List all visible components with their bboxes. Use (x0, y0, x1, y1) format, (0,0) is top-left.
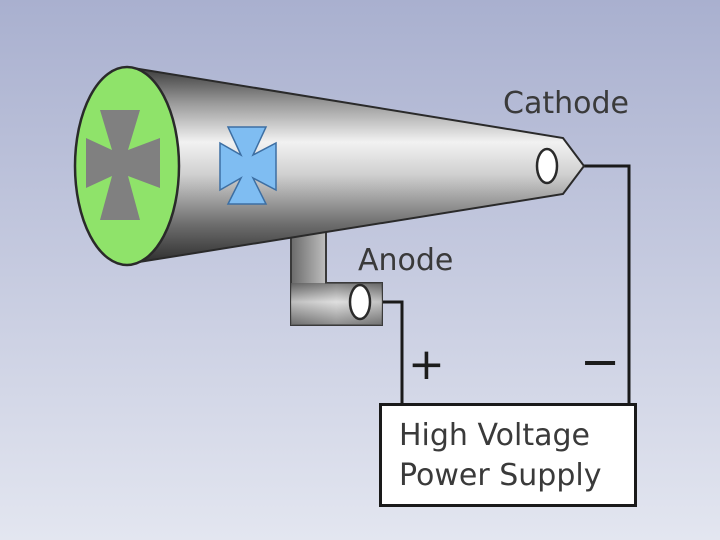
power-supply-line-1: High Voltage (399, 418, 591, 453)
positive-terminal-sign: + (408, 339, 445, 390)
anode-label: Anode (358, 243, 454, 278)
maltese-cross (219, 126, 277, 205)
anode-electrode (348, 283, 372, 321)
cross-shadow (86, 110, 160, 220)
power-supply-line-2: Power Supply (399, 458, 602, 493)
cathode-label: Cathode (503, 86, 629, 121)
power-supply-box: High Voltage Power Supply (379, 403, 637, 507)
anode-assembly (290, 229, 383, 326)
negative-terminal-sign: − (580, 334, 621, 390)
cathode-electrode (535, 147, 559, 185)
cathode-wire (584, 164, 631, 403)
fluorescent-screen (73, 65, 181, 267)
